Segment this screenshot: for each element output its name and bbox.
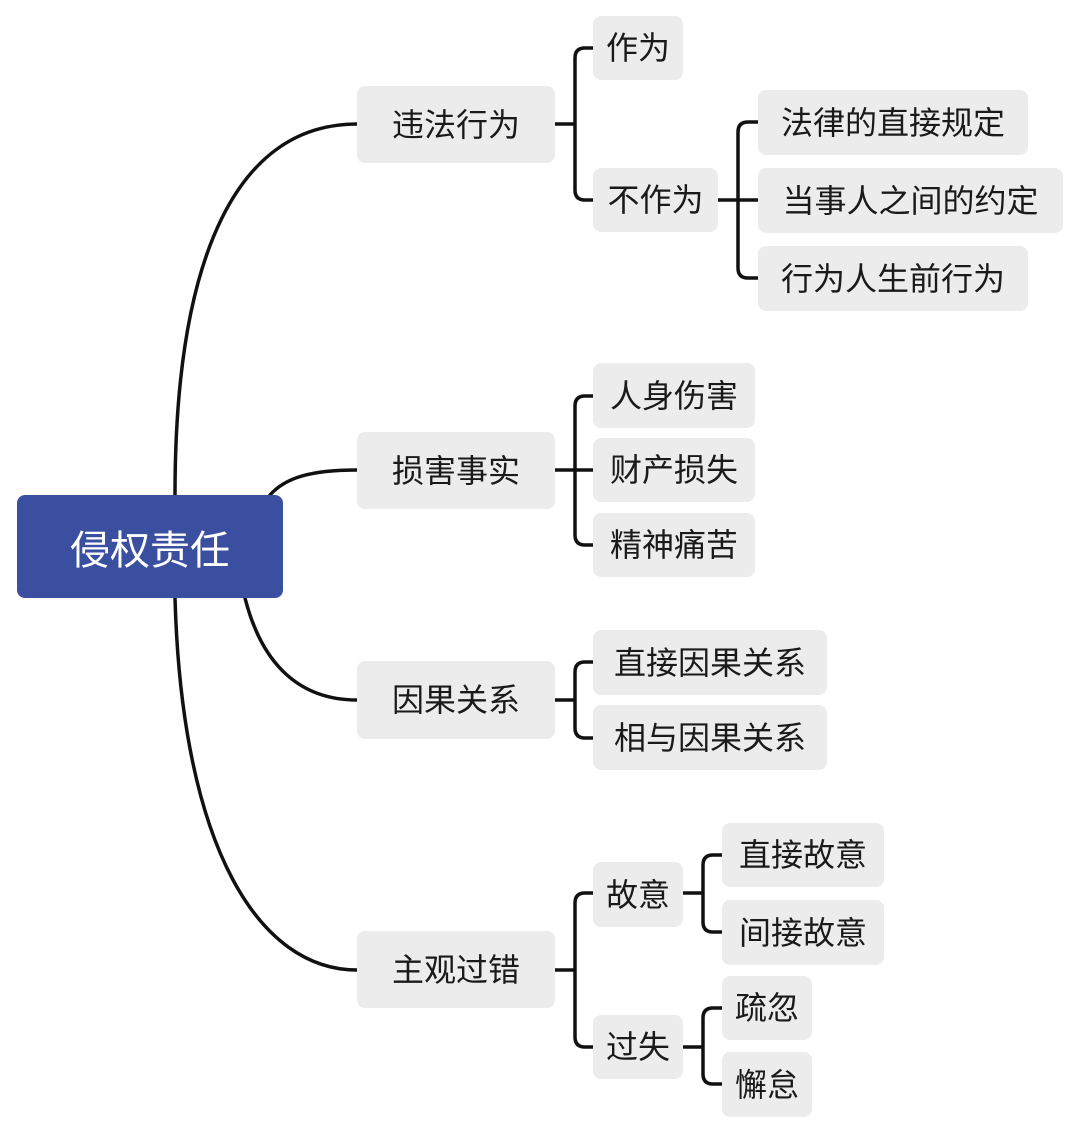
- subtopic-personal-injury[interactable]: 人身伤害: [593, 363, 755, 428]
- connector-root-violation: [173, 122, 359, 497]
- connector-root-causation: [243, 596, 359, 702]
- subtopic-party-agreement[interactable]: 当事人之间的约定: [758, 168, 1063, 233]
- subtopic-mental-suffering[interactable]: 精神痛苦: [593, 513, 755, 577]
- root-topic[interactable]: 侵权责任: [17, 495, 283, 598]
- connector-root-fault: [173, 596, 359, 972]
- bracket-causation: [553, 660, 595, 740]
- subtopic-property-loss[interactable]: 财产损失: [593, 438, 755, 502]
- topic-damage[interactable]: 损害事实: [357, 432, 555, 509]
- subtopic-prior-conduct[interactable]: 行为人生前行为: [758, 246, 1028, 311]
- subtopic-indirect-intent[interactable]: 间接故意: [722, 900, 884, 965]
- bracket-negligence: [681, 1006, 724, 1086]
- subtopic-negligence[interactable]: 过失: [593, 1015, 683, 1079]
- bracket-intent: [681, 853, 724, 934]
- subtopic-mutual-causation[interactable]: 相与因果关系: [593, 705, 827, 770]
- subtopic-direct-causation[interactable]: 直接因果关系: [593, 630, 827, 695]
- topic-violation[interactable]: 违法行为: [357, 86, 555, 163]
- bracket-violation: [553, 46, 595, 202]
- subtopic-intent[interactable]: 故意: [593, 862, 683, 927]
- connector-root-damage: [268, 468, 359, 497]
- subtopic-legal-provision[interactable]: 法律的直接规定: [758, 90, 1028, 155]
- bracket-omission: [716, 120, 760, 280]
- bracket-fault: [553, 891, 595, 1049]
- bracket-damage: [553, 394, 595, 547]
- subtopic-omission[interactable]: 不作为: [593, 168, 718, 232]
- subtopic-direct-intent[interactable]: 直接故意: [722, 823, 884, 887]
- subtopic-act[interactable]: 作为: [593, 16, 683, 80]
- subtopic-carelessness[interactable]: 疏忽: [722, 976, 812, 1040]
- subtopic-laxity[interactable]: 懈怠: [722, 1052, 812, 1117]
- topic-fault[interactable]: 主观过错: [357, 931, 555, 1008]
- topic-causation[interactable]: 因果关系: [357, 661, 555, 739]
